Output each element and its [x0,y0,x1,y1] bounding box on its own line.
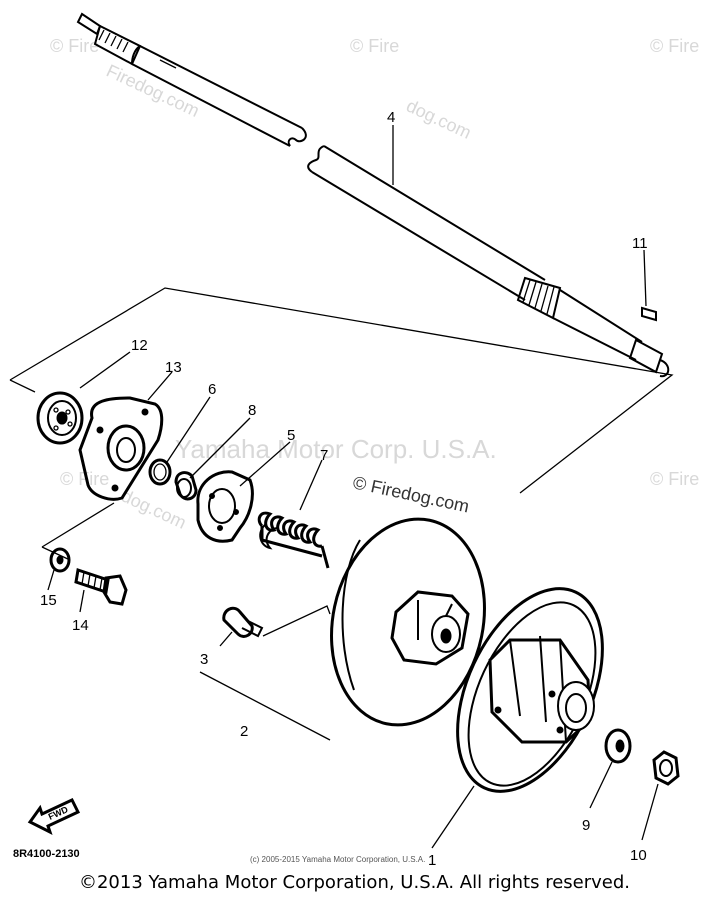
callout-7: 7 [320,447,328,464]
watermark-firedog-center: © Firedog.com [351,472,471,516]
callout-8: 8 [248,402,256,419]
secondary-shaft-part-4 [76,12,670,378]
sliding-sheave-part-2 [199,517,486,741]
watermark-firedog-left: © Fire [60,469,109,489]
forward-arrow-icon: FWD [27,798,81,835]
assembly-bracket-outline [9,287,674,494]
callout-14: 14 [72,617,89,634]
watermark-firedog-topright: © Fire [650,36,699,56]
watermark-yamaha: Yamaha Motor Corp. U.S.A. [175,434,497,464]
callout-13: 13 [165,359,182,376]
retainer-plate-part-13 [78,371,173,501]
watermark-firedog-right: © Fire [650,469,699,489]
callout-2: 2 [240,723,248,740]
key-part-11 [641,249,657,322]
callout-labels: 1 2 3 4 5 6 7 8 9 10 11 12 13 14 15 [40,109,648,869]
watermark-firedog-dogcom: dog.com [403,95,474,142]
bearing-part-12 [36,351,131,445]
callout-1: 1 [428,852,436,869]
nut-part-10 [641,750,680,841]
washer-part-9 [589,728,632,809]
washer-part-15 [47,547,71,591]
forward-arrow-label: FWD [47,804,70,822]
callout-11: 11 [632,235,648,252]
pin-part-3 [219,606,264,647]
diagram-code: 8R4100-2130 [13,848,80,860]
spring-part-7 [257,459,330,569]
watermark-firedog-top: © Fire [350,36,399,56]
callout-10: 10 [630,847,647,864]
callout-9: 9 [582,817,590,834]
spring-seat-part-5 [196,441,291,543]
callout-4: 4 [387,109,395,126]
callout-3: 3 [200,651,208,668]
watermark-firedog-topleft: © Fire [50,36,99,56]
small-copyright: (c) 2005-2015 Yamaha Motor Corporation, … [250,855,426,864]
callout-15: 15 [40,592,57,609]
hardware-bracket-outline [41,502,115,561]
callout-6: 6 [208,381,216,398]
copyright-notice: ©2013 Yamaha Motor Corporation, U.S.A. A… [78,872,631,893]
ring-part-6 [148,396,211,486]
bolt-part-14 [74,568,128,613]
collar-part-8 [174,417,251,501]
callout-12: 12 [131,337,148,354]
callout-5: 5 [287,427,295,444]
fixed-sheave-part-1 [431,587,604,849]
